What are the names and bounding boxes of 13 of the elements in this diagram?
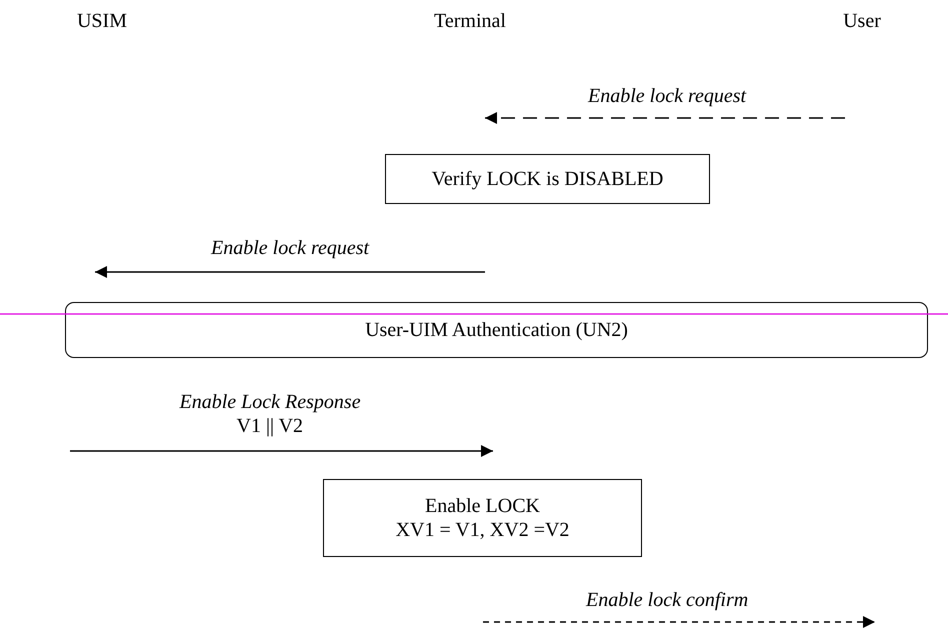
- message-label: Enable lock request: [588, 84, 746, 108]
- message-value: V1 || V2: [236, 414, 304, 438]
- participant-label: USIM: [60, 8, 144, 34]
- process-box: User-UIM Authentication (UN2): [65, 302, 928, 358]
- process-box: [323, 479, 642, 557]
- message-label: Enable Lock Response: [180, 390, 361, 414]
- message-label: Enable lock request: [211, 236, 370, 260]
- message-label: Enable lock confirm: [586, 588, 748, 612]
- box-text: Enable LOCK: [425, 494, 540, 518]
- participant-label: Terminal: [420, 8, 520, 34]
- box-text: XV1 = V1, XV2 =V2: [396, 518, 570, 542]
- process-box: Verify LOCK is DISABLED: [385, 154, 710, 204]
- participant-label: User: [832, 8, 892, 34]
